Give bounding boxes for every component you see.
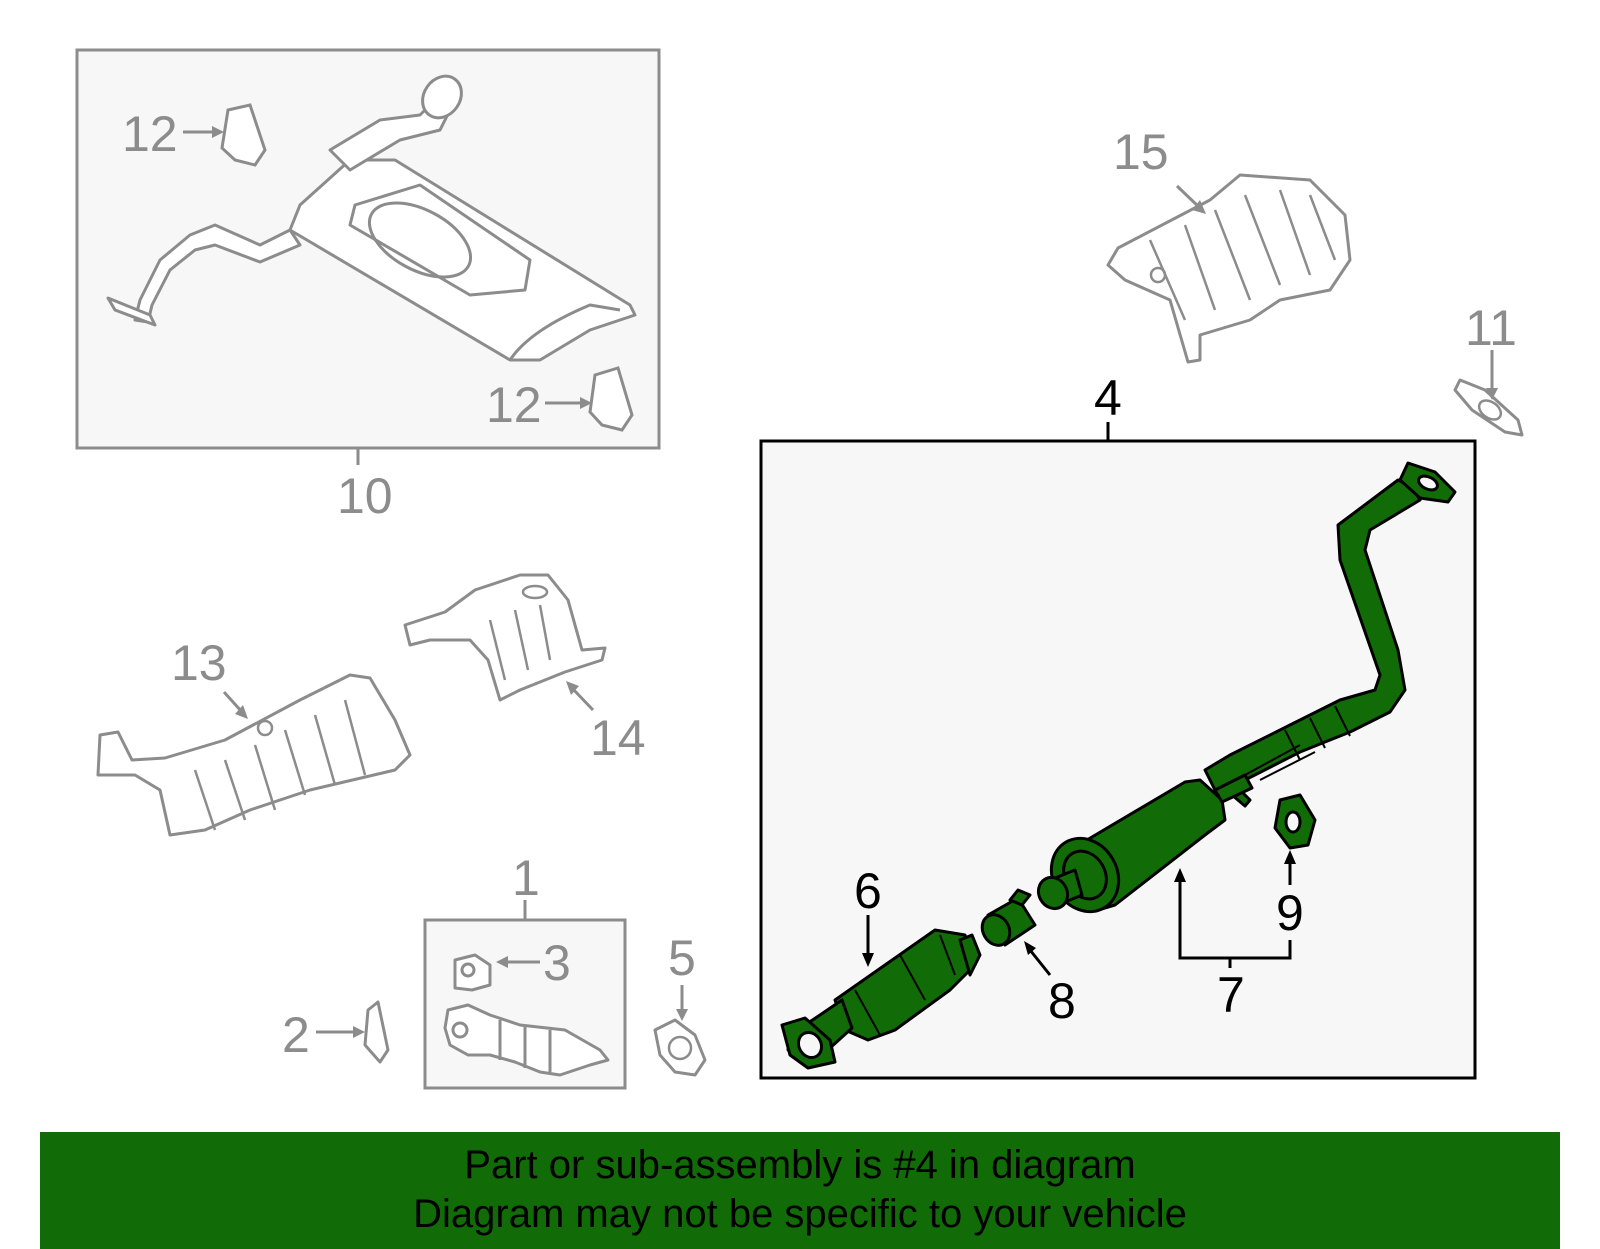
manifold-converter-part[interactable] bbox=[443, 953, 610, 1077]
sub-assembly-4-group: 4 6 bbox=[759, 370, 1477, 1080]
callout-12-upper: 12 bbox=[122, 106, 178, 162]
gasket-2[interactable]: 2 bbox=[282, 1000, 390, 1064]
rear-muffler-group: 12 12 10 bbox=[75, 48, 661, 524]
callout-5: 5 bbox=[668, 930, 696, 986]
heat-shield-15[interactable]: 15 bbox=[1106, 124, 1352, 364]
gasket-5[interactable]: 5 bbox=[653, 930, 707, 1077]
heat-shield-14[interactable]: 14 bbox=[403, 573, 646, 766]
callout-15: 15 bbox=[1113, 124, 1169, 180]
gasket-11[interactable]: 11 bbox=[1453, 300, 1524, 437]
callout-11: 11 bbox=[1465, 300, 1517, 356]
info-banner: Part or sub-assembly is #4 in diagram Di… bbox=[40, 1132, 1560, 1249]
callout-6: 6 bbox=[854, 863, 882, 919]
callout-2: 2 bbox=[282, 1007, 310, 1063]
callout-7: 7 bbox=[1217, 967, 1245, 1023]
heat-shield-13[interactable]: 13 bbox=[96, 635, 412, 837]
clamp-8[interactable] bbox=[977, 888, 1037, 950]
callout-14: 14 bbox=[590, 710, 646, 766]
callout-8: 8 bbox=[1048, 973, 1076, 1029]
hanger-9[interactable] bbox=[1273, 793, 1317, 850]
callout-10: 10 bbox=[337, 468, 393, 524]
catalytic-converter-6[interactable] bbox=[780, 928, 982, 1070]
callout-3: 3 bbox=[543, 935, 571, 991]
banner-line-2: Diagram may not be specific to your vehi… bbox=[413, 1192, 1187, 1236]
callout-12-lower: 12 bbox=[486, 377, 542, 433]
callout-9: 9 bbox=[1276, 885, 1304, 941]
manifold-converter-group: 1 3 bbox=[423, 850, 627, 1090]
callout-4: 4 bbox=[1094, 370, 1122, 426]
isolator-12-lower[interactable] bbox=[588, 366, 634, 432]
callout-1: 1 bbox=[512, 850, 540, 906]
callout-13: 13 bbox=[171, 635, 227, 691]
isolator-12-upper[interactable] bbox=[220, 103, 267, 167]
rear-muffler-part[interactable] bbox=[106, 69, 637, 362]
front-pipe-part[interactable] bbox=[1203, 461, 1457, 808]
banner-line-1: Part or sub-assembly is #4 in diagram bbox=[464, 1143, 1136, 1187]
center-muffler-part[interactable] bbox=[1033, 773, 1254, 924]
